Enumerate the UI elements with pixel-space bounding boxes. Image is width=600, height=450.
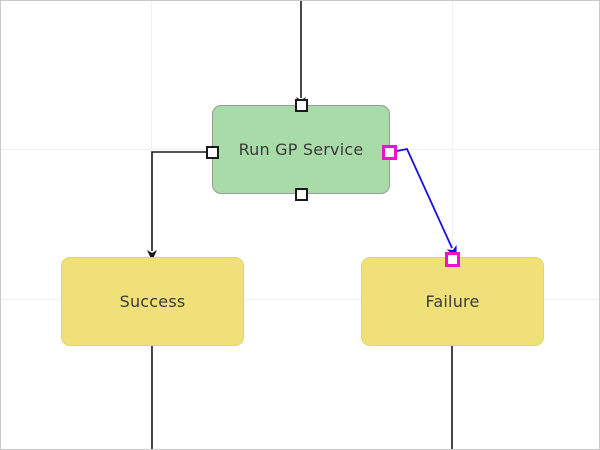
node-run-gp-service[interactable]: Run GP Service (212, 105, 390, 194)
edge-gp-to-failure[interactable] (391, 147, 457, 259)
node-label-run-gp-service: Run GP Service (238, 140, 364, 159)
node-label-failure: Failure (425, 292, 480, 311)
edge-gp-to-success[interactable] (147, 151, 212, 261)
node-success[interactable]: Success (61, 257, 244, 346)
port-run-gp-service-bottom[interactable] (295, 188, 308, 201)
port-run-gp-service-top[interactable] (295, 99, 308, 112)
node-label-success: Success (119, 292, 186, 311)
port-run-gp-service-left[interactable] (206, 146, 219, 159)
port-failure-top[interactable] (445, 252, 460, 267)
node-failure[interactable]: Failure (361, 257, 544, 346)
port-run-gp-service-right[interactable] (382, 145, 397, 160)
